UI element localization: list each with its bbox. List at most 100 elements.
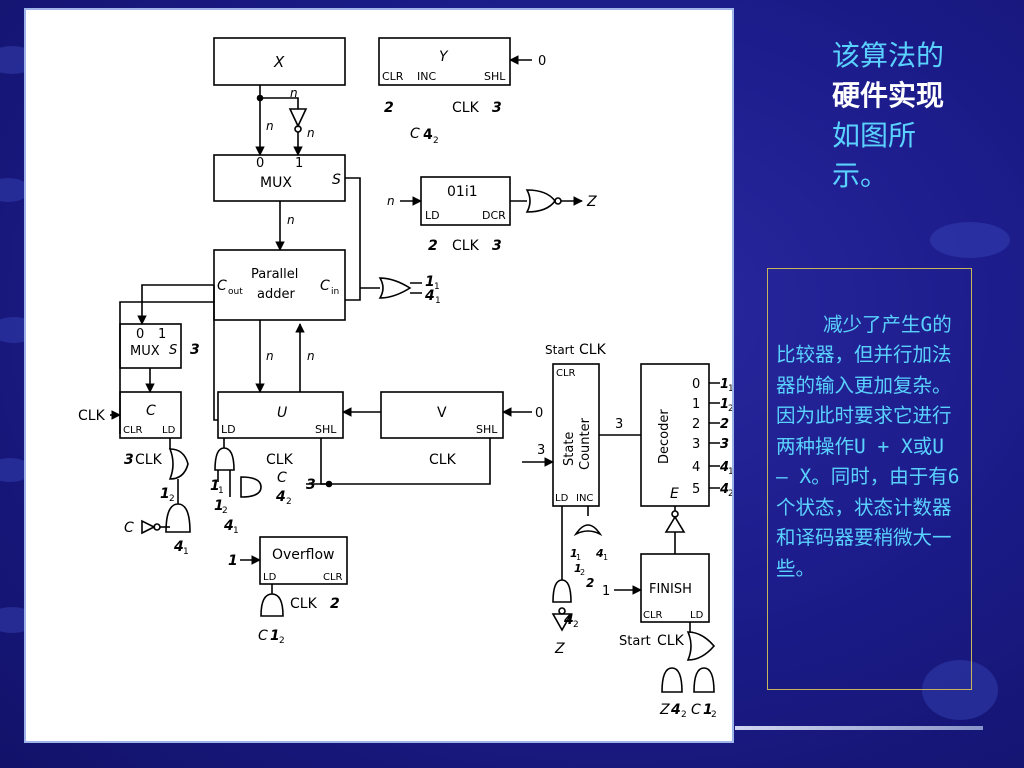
finish-one: 1 [602,584,610,599]
decoder-state-5: 4 [719,482,729,497]
counter-n3: 3 [492,238,502,254]
u-reg-a2: 1 [214,498,224,514]
c-reg-t1-sub: 2 [169,494,175,504]
counter-out: Z [586,194,597,210]
counter-ld: LD [425,209,440,222]
decoder-output-4: 4 [692,460,700,475]
n-label-4: n [287,213,295,227]
c-reg-not-in: C [124,520,134,536]
mux2-sel: S [169,343,177,358]
n-label-6: n [307,349,315,363]
decoder-state-4: 4 [719,460,729,475]
adder-line1: Parallel [251,267,298,282]
overflow-label: Overflow [272,547,335,563]
mux2-label: MUX [130,344,160,359]
sc-ld: LD [555,493,569,504]
y-n3: 3 [492,100,502,116]
mux-in1: 1 [295,156,303,171]
y-n2: 2 [384,100,394,116]
y-shl: SHL [484,70,506,83]
v-reg-zero: 0 [535,406,543,421]
c-reg-t1: 1 [160,486,170,502]
u-reg-c4: 4 [275,489,286,505]
sc-bus3: 3 [615,417,623,432]
n-label-2: n [266,119,274,133]
x-register [213,37,346,86]
decoder-state-sub-4: 1 [728,467,732,477]
c-reg-t4: 4 [173,539,184,555]
y-inc: INC [417,70,436,83]
u-reg-a4: 4 [223,518,234,534]
mux-label: MUX [260,175,292,191]
note-text: 减少了产生G的比较器，但并行加法器的输入更加复杂。因为此时要求它进行两种操作U … [776,312,960,580]
overflow-t1: 1 [270,628,280,644]
title-part-2: 如图所示。 [832,119,917,192]
overflow-clk: CLK [290,596,318,612]
counter-n: n [387,194,395,208]
sc-i4-sub: 1 [603,553,608,562]
sc-line2: Counter [578,417,593,470]
c-reg-label: C [146,403,156,419]
adder-cout-sub: out [228,287,243,297]
sc-start: Start [545,343,575,357]
decoder-label: Decoder [657,409,672,464]
overflow-t1-sub: 2 [279,636,285,646]
finish-gc: C [691,702,701,718]
sc-g4-sub: 2 [573,620,579,630]
u-reg-c: C [277,470,287,486]
title-part-1: 硬件实现 [832,79,945,112]
u-reg-a1-sub: 1 [218,486,224,496]
decoder-output-3: 3 [692,437,700,452]
slide-title: 该算法的硬件实现如图所示。 [832,36,952,196]
y-zero: 0 [538,54,546,69]
mux2-in0: 0 [136,327,144,342]
decoder-state-sub-0: 1 [728,384,732,394]
u-reg-ld: LD [221,423,236,436]
counter-label: 01i1 [447,184,478,200]
c-reg-t4-sub: 1 [183,547,189,557]
finish-clr: CLR [643,610,663,621]
sc-clr: CLR [556,368,576,379]
circuit-panel: X Y CLR INC SHL 0 CLK 2 3 C 4 2 n n n 0 … [24,8,734,743]
circuit-diagram: X Y CLR INC SHL 0 CLK 2 3 C 4 2 n n n 0 … [78,37,732,720]
n-label-3: n [307,126,315,140]
finish-clk: CLK [657,633,685,649]
bottom-rule [735,726,983,730]
y-c4: 4 [423,127,433,143]
v-reg-label: V [437,405,447,421]
adder-cin-sub: in [331,287,339,297]
mux2-in1: 1 [158,327,166,342]
or-in1-sub: 1 [434,282,440,292]
sc-inc: INC [576,493,593,504]
counter-dcr: DCR [482,209,506,222]
sc-line1: State [562,432,577,466]
sc-i4: 4 [595,547,604,560]
decoder-output-5: 5 [692,482,700,497]
u-reg-n3: 3 [306,477,316,493]
u-reg-clk: CLK [266,452,294,468]
counter-n2: 2 [428,238,438,254]
decoder-output-1: 1 [692,397,700,412]
finish-start: Start [619,634,651,649]
mux-in0: 0 [256,156,264,171]
adder-cin: C [320,278,330,294]
decoder-e: E [670,486,679,502]
v-reg-clk: CLK [429,452,457,468]
or-in2-sub: 1 [435,296,441,306]
v-reg-shl: SHL [476,423,498,436]
y-clr: CLR [382,70,404,83]
x-reg-label: X [273,53,285,71]
n-label-1: n [290,86,298,100]
decoder-state-sub-1: 2 [728,404,732,414]
counter-clk: CLK [452,238,480,254]
overflow-ld: LD [263,572,277,583]
u-reg-a4-sub: 1 [233,526,239,536]
y-c: C [410,126,420,142]
decoder-state-1: 1 [720,397,729,412]
overflow-clr: CLR [323,572,343,583]
title-part-0: 该算法的 [832,39,945,72]
adder-cout: C [217,278,227,294]
sc-g4: 4 [563,612,574,628]
